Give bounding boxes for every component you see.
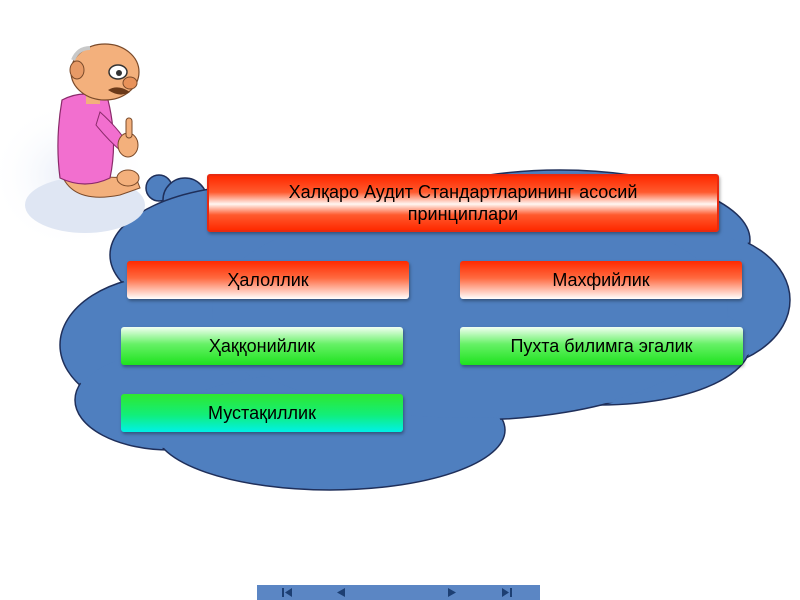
principle-box-objectivity[interactable]: Ҳаққонийлик <box>121 327 403 365</box>
cartoon-man-illustration <box>25 43 145 233</box>
principle-label: Пухта билимга эгалик <box>510 336 693 356</box>
principle-label: Ҳалоллик <box>227 270 309 290</box>
principle-box-confidentiality[interactable]: Махфийлик <box>460 261 742 299</box>
next-slide-icon[interactable] <box>442 585 462 600</box>
principle-label: Ҳаққонийлик <box>208 336 316 356</box>
slide-title-box: Халқаро Аудит Стандартларининг асосий пр… <box>207 174 719 232</box>
principle-label: Махфийлик <box>552 270 650 290</box>
principle-box-independence[interactable]: Мустақиллик <box>121 394 403 432</box>
principle-label: Мустақиллик <box>208 403 316 423</box>
last-slide-icon[interactable] <box>497 585 517 600</box>
principle-box-professional-competence[interactable]: Пухта билимга эгалик <box>460 327 743 365</box>
slide-navigation-bar <box>257 585 540 600</box>
prev-slide-icon[interactable] <box>330 585 350 600</box>
principle-box-honesty[interactable]: Ҳалоллик <box>127 261 409 299</box>
first-slide-icon[interactable] <box>277 585 297 600</box>
slide-title: Халқаро Аудит Стандартларининг асосий пр… <box>288 182 638 224</box>
